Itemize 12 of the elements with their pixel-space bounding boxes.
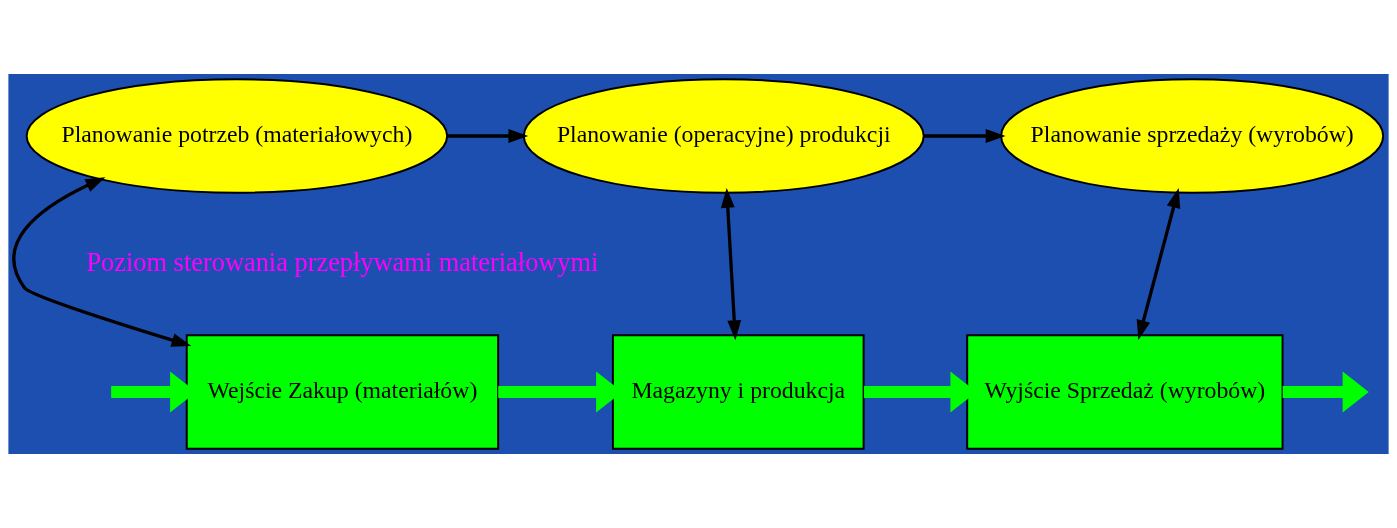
node-ellipse: Planowanie (operacyjne) produkcji bbox=[522, 78, 925, 194]
node-box: Wyjście Sprzedaż (wyrobów) bbox=[966, 334, 1284, 450]
label: Poziom sterowania przepływami materiałowymi bbox=[86, 246, 599, 277]
node-box: Wejście Zakup (materiałów) bbox=[185, 334, 500, 450]
arrow bbox=[1136, 188, 1181, 341]
node-ellipse: Planowanie sprzedaży (wyrobów) bbox=[1000, 78, 1385, 194]
node-box: Magazyny i produkcja bbox=[611, 334, 865, 450]
arrow bbox=[1282, 371, 1369, 413]
arrow bbox=[720, 187, 742, 341]
arrow bbox=[12, 177, 192, 347]
arrow bbox=[924, 129, 1006, 143]
arrow bbox=[447, 129, 529, 143]
